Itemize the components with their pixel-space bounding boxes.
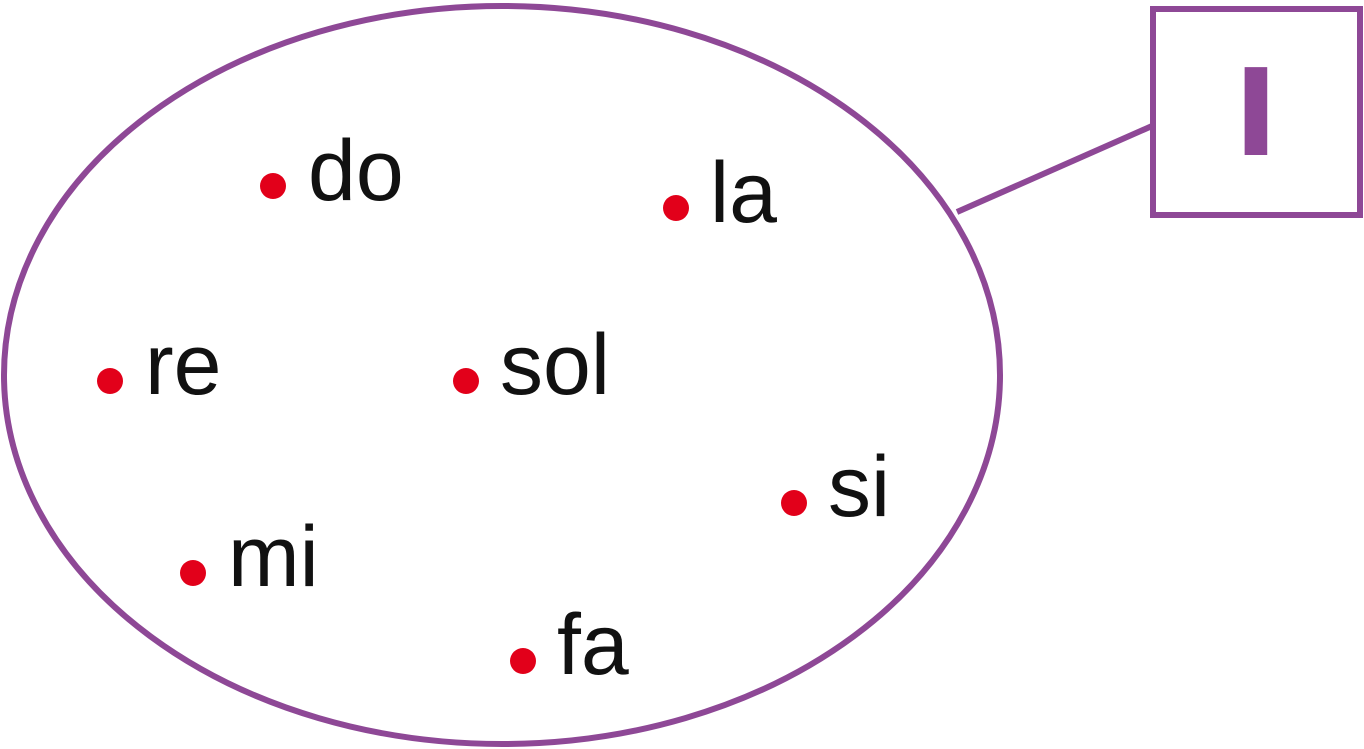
set-element: fa [510,597,629,693]
element-dot [453,368,479,394]
element-dot [180,560,206,586]
set-name-label: I [1234,45,1279,184]
element-label: do [308,123,404,219]
element-label: sol [500,317,610,413]
element-dot [260,173,286,199]
element-label: si [828,439,890,535]
set-name-connector [955,123,1154,215]
element-label: la [710,145,777,241]
set-element: re [97,317,221,413]
element-label: mi [228,509,319,605]
element-dot [97,368,123,394]
set-element: si [781,439,890,535]
element-dot [510,648,536,674]
element-dot [663,195,689,221]
set-name-box [1150,6,1363,218]
element-label: re [145,317,221,413]
set-element: la [663,145,777,241]
set-element: sol [453,317,610,413]
element-label: fa [557,597,629,693]
set-boundary-ellipse [1,3,1003,747]
element-dot [781,490,807,516]
set-element: mi [180,509,319,605]
set-element: do [260,123,404,219]
